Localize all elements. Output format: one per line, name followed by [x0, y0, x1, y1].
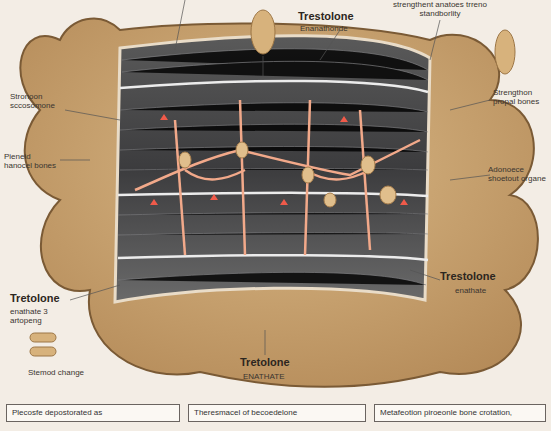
annotation-label: Stronoon sccosomone — [10, 92, 72, 110]
caption-box: Plecosfe depostorated as — [6, 404, 180, 422]
nerve-node — [179, 142, 396, 207]
annotation-label: ENATHATE — [243, 372, 333, 381]
capsule-shape — [495, 30, 515, 74]
muscle-tissue — [115, 36, 430, 302]
pill-shape — [30, 347, 56, 356]
pill-shape — [30, 333, 56, 342]
drug-label: Trestolone — [440, 270, 530, 283]
annotation-label: Strengthon propal bones — [493, 88, 549, 106]
leader-line — [60, 0, 490, 355]
annotation-label: enathate 3 artopeng — [10, 307, 78, 325]
annotation-label: enathate — [455, 286, 535, 295]
nerve-fiber — [135, 100, 420, 255]
drug-label: Tretolone — [10, 292, 90, 305]
red-marker — [150, 114, 408, 205]
box-text: Theresmacel of becoedelone — [194, 408, 360, 418]
drug-label: Tretolone — [240, 356, 330, 369]
box-text: Metafeotion piroeonle bone crotation, — [380, 408, 540, 418]
drug-label: Trestolone — [298, 10, 388, 23]
annotation-label: strengthent anatoes trreno standborlity — [380, 0, 500, 18]
annotation-label: Adonoece shoetout organe — [488, 165, 550, 183]
caption-box: Metafeotion piroeonle bone crotation, — [374, 404, 546, 422]
bone-shape — [20, 19, 538, 387]
muscle-striation — [118, 49, 428, 285]
fascia-band — [118, 81, 428, 260]
pill-shape — [251, 10, 275, 54]
annotation-label: Enanathonde — [300, 24, 390, 33]
annotation-label: Stemod change — [28, 368, 98, 377]
caption-box: Theresmacel of becoedelone — [188, 404, 366, 422]
annotation-label: Pieneid hanocel bones — [4, 152, 60, 170]
box-text: Plecosfe depostorated as — [12, 408, 174, 418]
